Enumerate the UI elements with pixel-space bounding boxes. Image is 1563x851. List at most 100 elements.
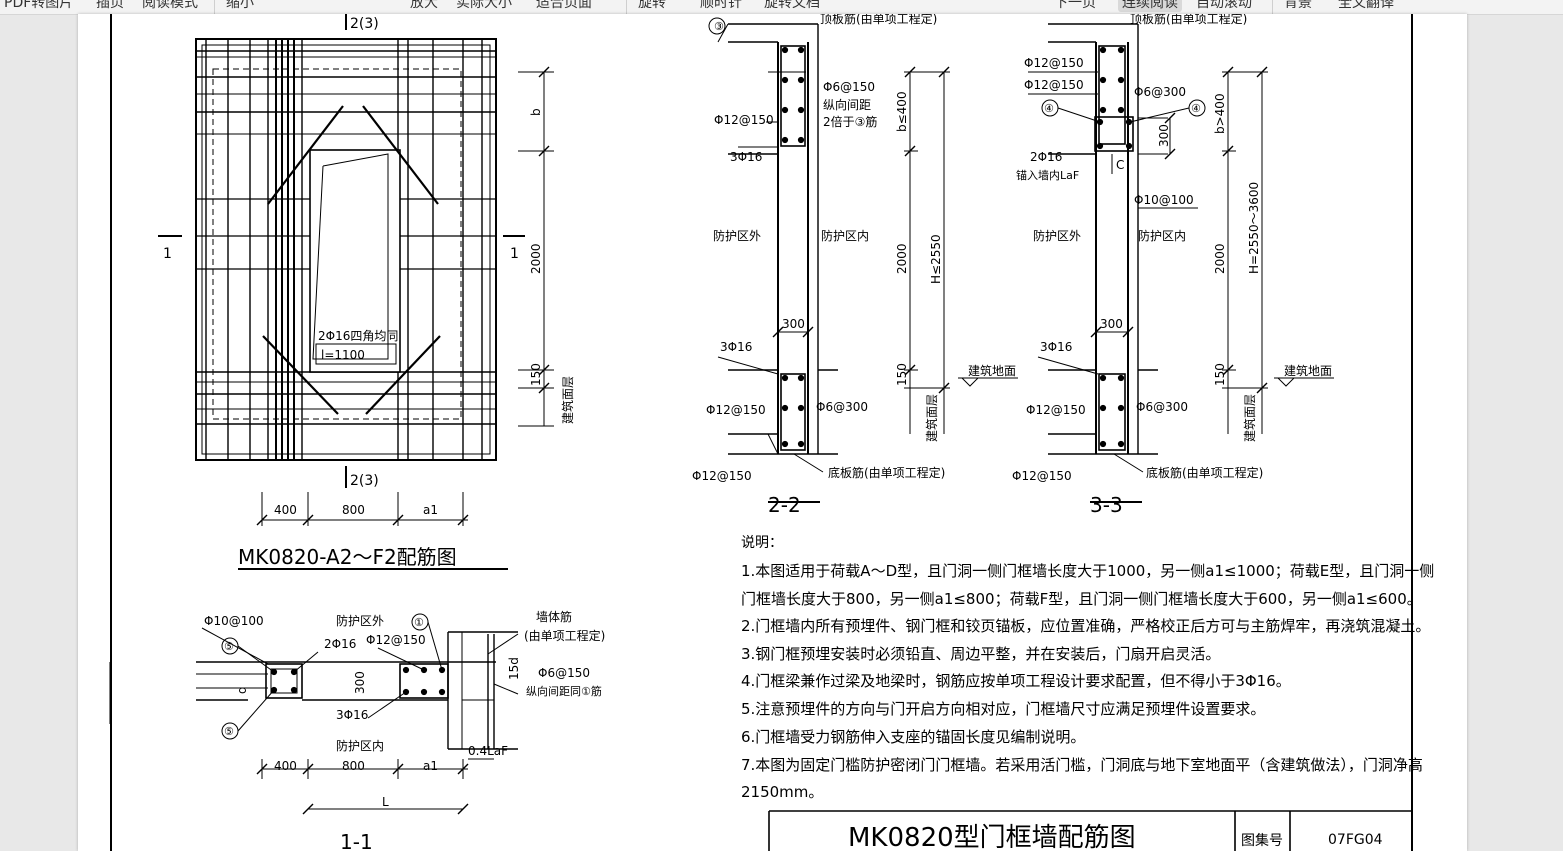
note-line-6: 5.注意预埋件的方向与门开启方向相对应，门框墙尺寸应满足预埋件设置要求。 <box>741 700 1266 718</box>
toolbar-pdf-to-image[interactable]: PDF转图片 <box>4 0 74 11</box>
toolbar-auto-scroll[interactable]: 自动滚动 <box>1196 0 1252 11</box>
s22-dim-h: H≤2550 <box>929 234 943 284</box>
s11-inside: 防护区内 <box>336 738 384 753</box>
elevation-labels: 2(3) 2(3) 1 1 400 800 a1 b 2000 150 建筑面层… <box>163 16 575 569</box>
toolbar-background[interactable]: 背景 <box>1284 0 1312 11</box>
layer-label: 建筑面层 <box>560 376 575 424</box>
s11-tie: Φ6@150 <box>538 666 590 680</box>
s11-d: d <box>235 686 249 694</box>
section-2-2 <box>708 17 1018 503</box>
s11-dim-a1: a1 <box>423 759 438 773</box>
s33-dim-h: H=2550～3600 <box>1247 182 1261 274</box>
s11-bar-b: 2Φ16 <box>324 637 356 651</box>
dim-800: 800 <box>342 503 365 517</box>
section-1-1 <box>109 613 519 815</box>
s22-width: 300 <box>782 317 805 331</box>
drawing-title: MK0820型门框墙配筋图 <box>848 823 1136 851</box>
section-3-3-labels: 顶板筋(由单项工程定) Φ12@150 Φ12@150 ④ ④ Φ6@300 3… <box>1012 14 1332 517</box>
s11-dim-04: 0.4LaF <box>468 744 508 758</box>
toolbar-next-page[interactable]: 下一页 <box>1054 0 1096 11</box>
s11-label-5b: ⑤ <box>224 725 234 738</box>
toolbar-actual-size[interactable]: 实际大小 <box>456 0 512 11</box>
toolbar-rotate[interactable]: 旋转 <box>638 0 666 11</box>
s33-c: C <box>1116 158 1124 172</box>
s22-bottom: 底板筋(由单项工程定) <box>828 465 945 480</box>
s22-top: 顶板筋(由单项工程定) <box>820 14 937 26</box>
s33-dim-2000: 2000 <box>1213 243 1227 274</box>
s11-dim-300: 300 <box>353 671 367 694</box>
note-line-2: 门框墙长度大于800，另一侧a1≤800；荷载F型，且门洞一侧门框墙长度大于60… <box>741 590 1422 608</box>
note-line-8: 7.本图为固定门槛防护密闭门门框墙。若采用活门槛，门洞底与地下室地面平（含建筑做… <box>741 756 1423 774</box>
atlas-number: 07FG04 <box>1328 832 1383 848</box>
atlas-label: 图集号 <box>1241 832 1283 849</box>
toolbar-insert-page[interactable]: 插页 <box>96 0 124 11</box>
toolbar-rotate-doc[interactable]: 旋转文档 <box>764 0 820 11</box>
s22-outside: 防护区外 <box>713 228 761 243</box>
reader-toolbar: PDF转图片 插页 阅读模式 缩小 放大 实际大小 适合页面 旋转 顺时针 旋转… <box>0 0 1563 15</box>
s11-bar-a: Φ10@100 <box>204 614 264 628</box>
notes-title: 说明： <box>741 535 783 551</box>
dim-b: b <box>529 108 543 116</box>
s11-wall2: (由单项工程定) <box>524 628 605 643</box>
section-mark-bottom: 2(3) <box>350 473 379 489</box>
s33-label-4r: ④ <box>1191 102 1201 115</box>
s11-label-1: ① <box>414 616 424 629</box>
s33-bar-g: Φ12@150 <box>1012 469 1072 483</box>
s11-outside: 防护区外 <box>336 613 384 628</box>
section-2-2-labels: ③ 顶板筋(由单项工程定) Φ6@150 纵向间距 2倍于③筋 Φ12@150 … <box>692 14 1016 517</box>
toolbar-separator <box>214 0 215 14</box>
note-line-9: 2150mm。 <box>741 783 824 801</box>
s11-bar-d: 3Φ16 <box>336 708 368 722</box>
s33-bar-b: Φ12@150 <box>1024 78 1084 92</box>
s33-outside: 防护区外 <box>1033 228 1081 243</box>
toolbar-continuous-read[interactable]: 连续阅读 <box>1118 0 1182 12</box>
s22-layer: 建筑面层 <box>924 394 939 442</box>
section-3-3 <box>1028 23 1334 503</box>
drawing-canvas: 2(3) 2(3) 1 1 400 800 a1 b 2000 150 建筑面层… <box>109 14 1413 851</box>
toolbar-read-mode[interactable]: 阅读模式 <box>142 0 198 11</box>
s33-bar-c: 2Φ16 <box>1030 150 1062 164</box>
s33-label-4: ④ <box>1044 102 1054 115</box>
s11-dim-800: 800 <box>342 759 365 773</box>
s33-anchor: 锚入墙内LaF <box>1016 168 1079 182</box>
s22-spacing: 纵向间距 <box>823 97 871 112</box>
s33-tie2: Φ6@300 <box>1136 400 1188 414</box>
s22-label-3: ③ <box>714 20 724 33</box>
dim-2000: 2000 <box>529 243 543 274</box>
toolbar-translate[interactable]: 全文翻译 <box>1338 0 1394 11</box>
s22-bar-c: 3Φ16 <box>720 340 752 354</box>
section-1-right: 1 <box>510 246 519 262</box>
s33-bar-d: Φ10@100 <box>1134 193 1194 207</box>
toolbar-zoom-in[interactable]: 放大 <box>410 0 438 11</box>
s22-dim-b: b≤400 <box>895 91 909 132</box>
s11-spacing: 纵向间距同①筋 <box>526 684 602 698</box>
dim-a1: a1 <box>423 503 438 517</box>
toolbar-zoom-out[interactable]: 缩小 <box>226 0 254 11</box>
s33-dim-300: 300 <box>1157 124 1171 147</box>
s33-tie: Φ6@300 <box>1134 85 1186 99</box>
note-line-1: 1.本图适用于荷载A～D型，且门洞一侧门框墙长度大于1000，另一侧a1≤100… <box>741 562 1435 580</box>
rebar-note: 2Φ16四角均同 <box>318 329 398 343</box>
s22-dim-150: 150 <box>895 363 909 386</box>
note-line-4: 3.钢门框预埋安装时必须铅直、周边平整，并在安装后，门扇开启灵活。 <box>741 645 1221 663</box>
s11-bar-c: Φ12@150 <box>366 633 426 647</box>
toolbar-separator <box>626 0 627 14</box>
toolbar-separator <box>1272 0 1273 14</box>
toolbar-fit-page[interactable]: 适合页面 <box>536 0 592 11</box>
s11-title: 1-1 <box>340 830 373 851</box>
dim-400: 400 <box>274 503 297 517</box>
s22-title: 2-2 <box>768 493 801 517</box>
elevation-drawing <box>158 14 554 570</box>
s22-bar-b: 3Φ16 <box>730 150 762 164</box>
section-1-1-labels: Φ10@100 ⑤ ⑤ 防护区外 2Φ16 Φ12@150 ① 墙体筋 (由单项… <box>204 609 605 851</box>
toolbar-clockwise[interactable]: 顺时针 <box>700 0 742 11</box>
drawing-frame <box>110 14 1413 851</box>
elevation-title: MK0820-A2～F2配筋图 <box>238 545 457 569</box>
s11-dim-400: 400 <box>274 759 297 773</box>
dim-150: 150 <box>529 363 543 386</box>
s22-bar-d: Φ12@150 <box>706 403 766 417</box>
section-1-left: 1 <box>163 246 172 262</box>
s33-inside: 防护区内 <box>1138 228 1186 243</box>
s11-dim-L: L <box>382 795 389 809</box>
s11-dim-15d: 15d <box>507 657 521 680</box>
